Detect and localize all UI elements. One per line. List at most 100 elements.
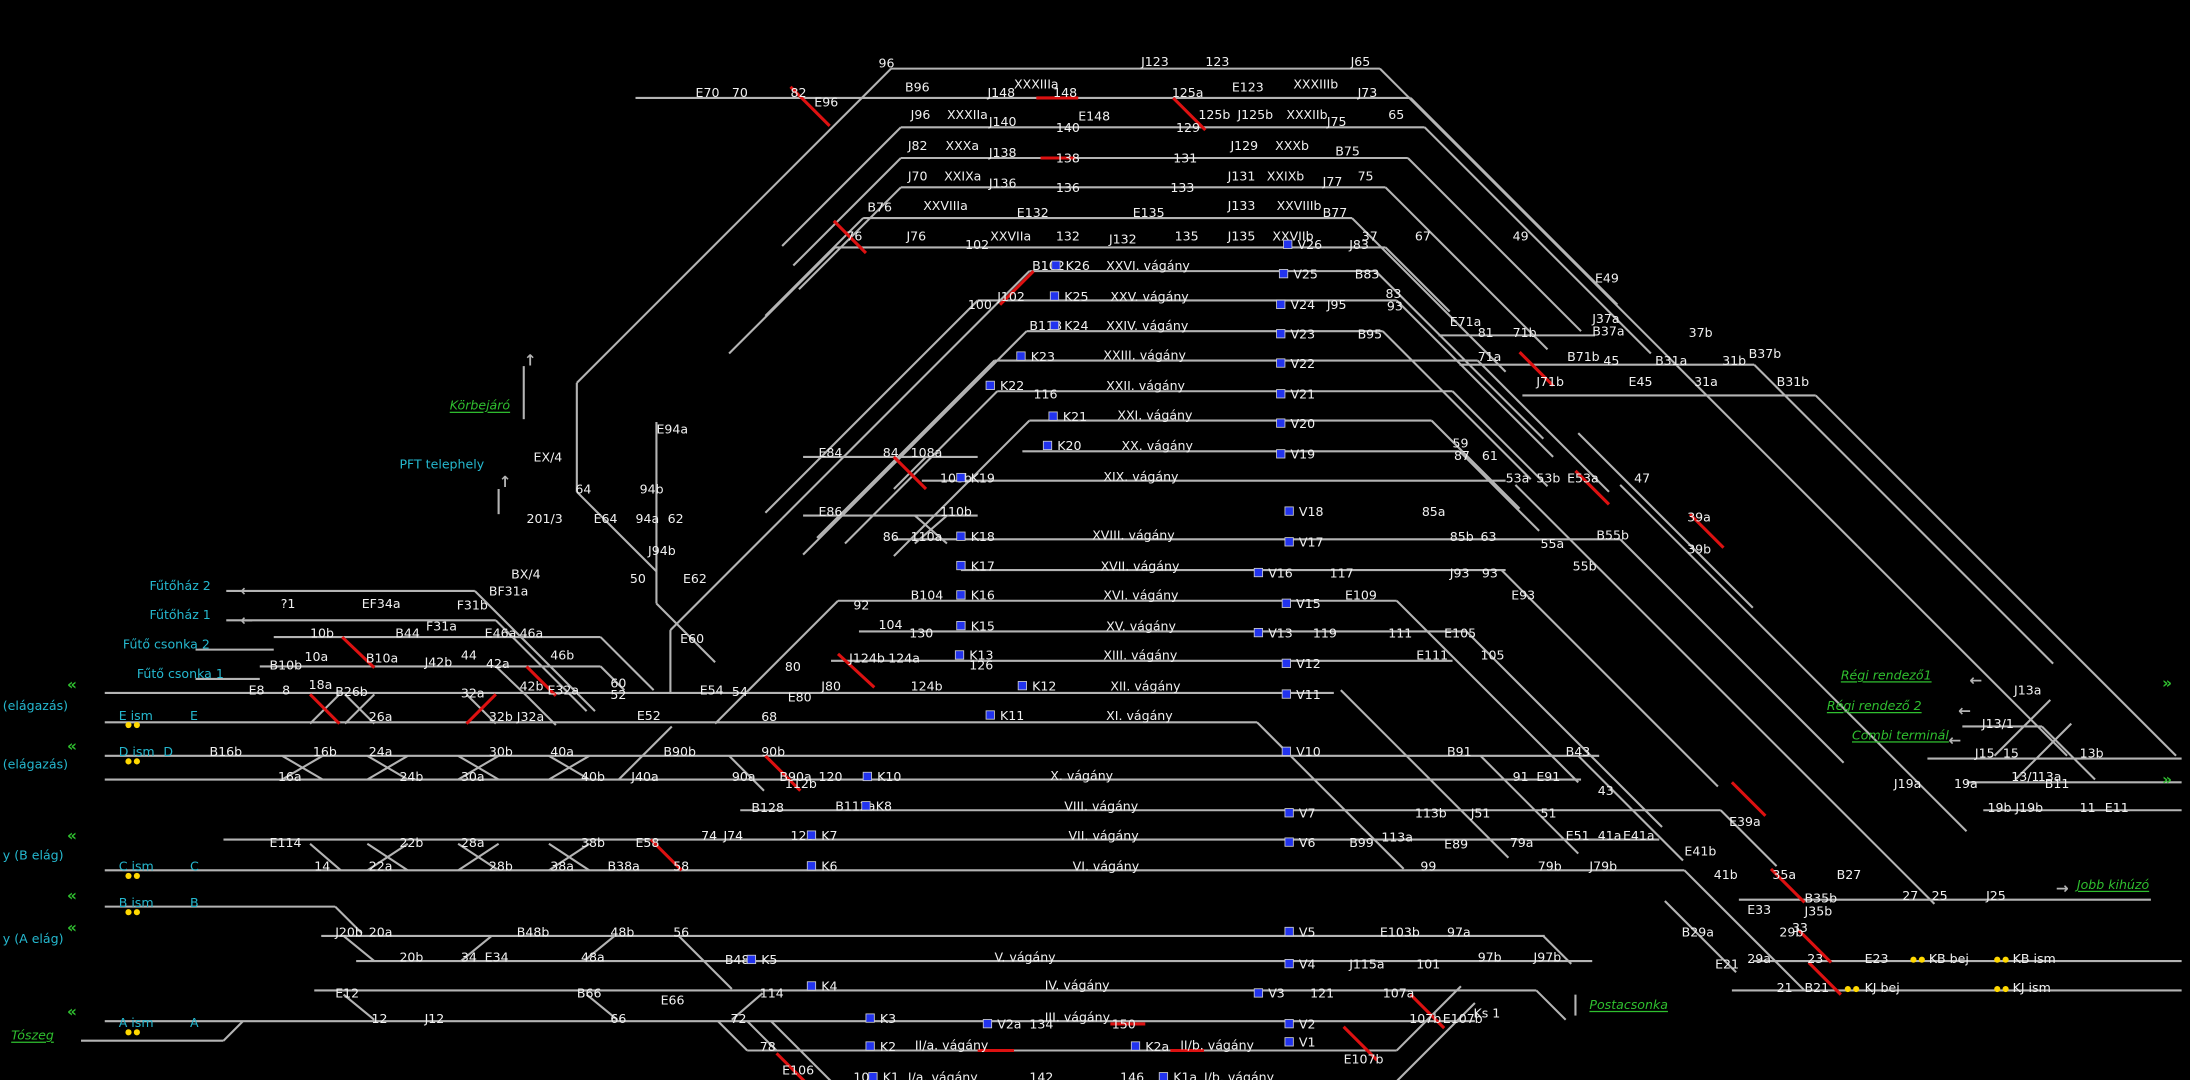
signal-icon[interactable] — [1284, 1037, 1294, 1047]
link-t-szeg[interactable]: Tószeg — [11, 1028, 54, 1043]
signal-icon[interactable] — [1042, 440, 1053, 451]
signal-icon[interactable] — [956, 531, 966, 541]
track-segment — [1814, 394, 2177, 757]
label-96: 96 — [879, 56, 895, 71]
signal-icon[interactable] — [1253, 567, 1264, 578]
signal-icon[interactable] — [806, 830, 817, 840]
link-combi-termin-l[interactable]: Combi terminál — [1852, 727, 1949, 742]
track-segment — [1423, 126, 1652, 355]
label-44: 44 — [461, 648, 477, 663]
label-124a: 124a — [888, 651, 920, 666]
signal-icon[interactable] — [1017, 681, 1027, 691]
signal-icon[interactable] — [1276, 449, 1286, 459]
label-e54: E54 — [700, 683, 724, 698]
label-28a: 28a — [461, 835, 485, 850]
label-74: 74 — [701, 828, 717, 843]
exit-arrow-icon: « — [67, 1002, 77, 1020]
signal-icon[interactable] — [1281, 746, 1291, 756]
signal-icon[interactable] — [1284, 537, 1294, 547]
signal-icon[interactable] — [956, 590, 966, 600]
label-xxixa: XXIXa — [944, 169, 981, 184]
signal-icon[interactable] — [956, 621, 966, 631]
label-19a: 19a — [1954, 776, 1978, 791]
signal-icon[interactable] — [1276, 299, 1286, 309]
signal-icon[interactable] — [1281, 689, 1291, 699]
label-j65: J65 — [1350, 54, 1371, 69]
signal-icon[interactable] — [954, 650, 965, 660]
label-111: 111 — [1388, 625, 1412, 640]
link-r-gi-rendez-2[interactable]: Régi rendező 2 — [1827, 698, 1922, 713]
track-segment — [781, 270, 1031, 520]
track-name-x-v-g-ny: X. vágány — [1050, 768, 1113, 783]
signal-icon[interactable] — [865, 1013, 875, 1023]
track-segment — [548, 754, 590, 781]
link-k-rbej-r[interactable]: Körbejáró — [450, 398, 511, 413]
label-b83: B83 — [1355, 266, 1380, 281]
label-32b: 32b — [489, 709, 513, 724]
label-131: 131 — [1173, 151, 1197, 166]
signal-icon[interactable] — [982, 1019, 993, 1029]
signal-icon[interactable] — [1048, 411, 1058, 421]
signal-icon[interactable] — [1284, 959, 1294, 969]
label-22a: 22a — [369, 859, 393, 874]
signal-icon[interactable] — [1049, 291, 1060, 301]
label-91: 91 — [1513, 769, 1529, 784]
track-name-xiii-v-g-ny: XIII. vágány — [1103, 648, 1177, 663]
track-name-xviii-v-g-ny: XVIII. vágány — [1092, 528, 1175, 543]
signal-icon[interactable] — [1276, 329, 1286, 339]
signal-icon[interactable] — [1130, 1041, 1141, 1051]
label-b91: B91 — [1447, 744, 1472, 759]
track-segment — [1683, 869, 1715, 901]
signal-icon[interactable] — [956, 472, 966, 483]
track-segment — [893, 419, 1031, 557]
signal-icon[interactable] — [1276, 358, 1286, 368]
signal-icon[interactable] — [862, 771, 872, 782]
signal-icon[interactable] — [806, 981, 817, 991]
label-e114: E114 — [270, 835, 302, 850]
signal-icon[interactable] — [865, 1041, 875, 1051]
occupied-track-segment — [789, 85, 831, 127]
label-31b: 31b — [1722, 353, 1746, 368]
label-e135: E135 — [1133, 205, 1165, 220]
track-segment — [599, 665, 626, 691]
label-xxixb: XXIXb — [1267, 169, 1305, 184]
label-e39a: E39a — [1729, 814, 1761, 829]
signal-icon[interactable] — [985, 710, 995, 720]
signal-icon[interactable] — [956, 560, 966, 571]
signal-icon[interactable] — [1284, 926, 1294, 937]
signal-icon[interactable] — [861, 801, 871, 811]
label-v21: V21 — [1291, 387, 1316, 402]
signal-icon[interactable] — [1281, 598, 1291, 608]
signal-icon[interactable] — [1276, 418, 1286, 428]
signal-icon[interactable] — [868, 1072, 878, 1080]
signal-icon[interactable] — [1284, 1019, 1294, 1029]
signal-icon[interactable] — [1253, 988, 1264, 998]
label-k15: K15 — [971, 618, 995, 633]
signal-icon[interactable] — [1284, 837, 1294, 847]
signal-icon[interactable] — [1284, 808, 1294, 818]
signal-icon[interactable] — [1276, 389, 1286, 399]
signal-icon[interactable] — [985, 380, 995, 390]
label-b43: B43 — [1566, 744, 1591, 759]
signal-icon[interactable] — [1049, 320, 1060, 330]
label-85b: 85b — [1450, 529, 1474, 544]
signal-icon[interactable] — [806, 861, 817, 871]
signal-icon[interactable] — [1051, 260, 1061, 270]
label-j25: J25 — [1985, 888, 2006, 903]
track-segment — [460, 935, 493, 962]
label-130: 130 — [909, 625, 933, 640]
link-r-gi-rendez-1[interactable]: Régi rendező1 — [1841, 667, 1932, 682]
label-e33: E33 — [1747, 902, 1771, 917]
signal-icon[interactable] — [1278, 269, 1289, 279]
signal-icon[interactable] — [1284, 506, 1294, 516]
signal-icon[interactable] — [1158, 1072, 1169, 1080]
signal-icon[interactable] — [1016, 351, 1026, 361]
link-jobb-kih-z[interactable]: Jobb kihúzó — [2074, 877, 2150, 892]
signal-icon[interactable] — [1281, 658, 1291, 668]
label-50: 50 — [630, 571, 646, 586]
occupied-track-segment — [1172, 96, 1207, 132]
signal-icon[interactable] — [746, 954, 757, 965]
signal-icon[interactable] — [1283, 239, 1293, 249]
link-postacsonka[interactable]: Postacsonka — [1589, 997, 1668, 1012]
signal-icon[interactable] — [1253, 627, 1264, 638]
